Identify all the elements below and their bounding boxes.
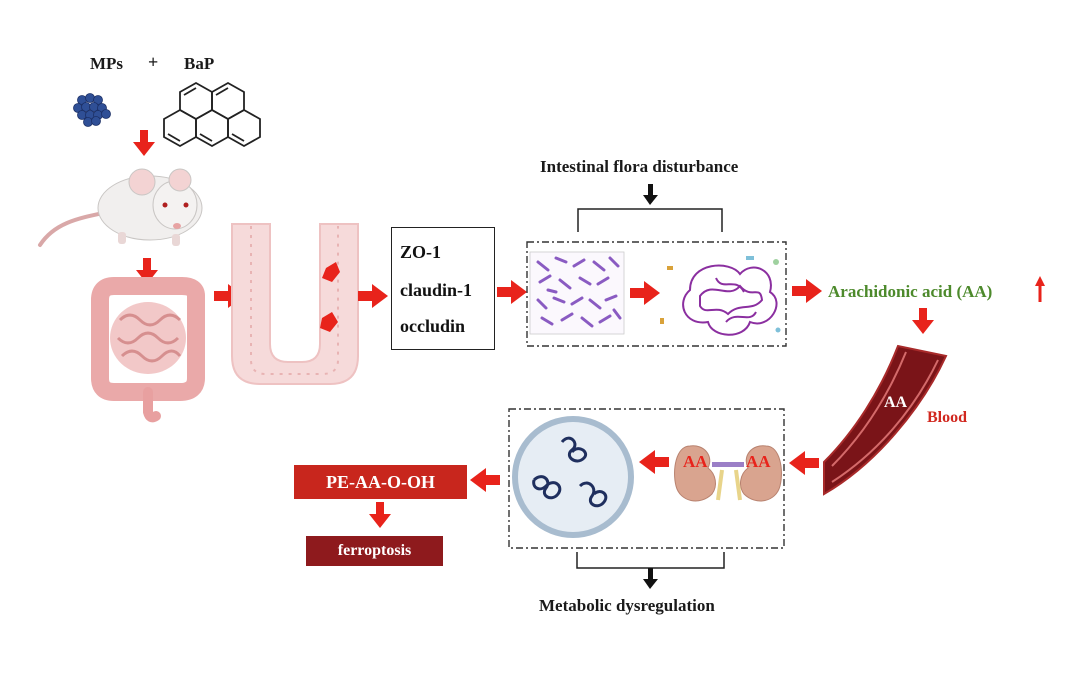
mps-label: MPs (90, 54, 124, 73)
mouse-icon (38, 168, 203, 247)
kidney-icon (674, 445, 782, 502)
arrow-flora-change (630, 281, 660, 305)
kidney-aa-right: AA (746, 452, 771, 471)
flora-box (526, 241, 787, 347)
arrow-to-ferroptosis (369, 502, 391, 528)
kidney-aa-left: AA (683, 452, 708, 471)
metabolic-down-arrow-icon (643, 568, 658, 589)
protein-claudin1: claudin-1 (400, 280, 473, 300)
arrow-to-pe (470, 468, 500, 492)
cell-icon (512, 416, 634, 538)
arrow-to-kidney (789, 451, 819, 475)
increase-arrow-icon (1035, 276, 1045, 302)
arrow-to-aa (792, 279, 822, 303)
protein-occludin: occludin (400, 316, 466, 336)
plus-sign: + (148, 52, 159, 72)
arrow-to-flora (497, 280, 527, 304)
intestine-icon (91, 277, 205, 423)
protein-zo1: ZO-1 (400, 242, 442, 262)
arrow-to-blood (912, 308, 934, 334)
disturbed-flora-icon (682, 264, 778, 336)
tight-junction-box: ZO-1 claudin-1 occludin (391, 227, 495, 350)
metabolic-bracket (576, 552, 725, 569)
flora-label: Intestinal flora disturbance (540, 157, 739, 176)
microplastics-icon (73, 93, 111, 127)
blood-label: Blood (927, 409, 968, 426)
ferroptosis-box: ferroptosis (306, 536, 443, 566)
blood-aa-label: AA (884, 394, 908, 411)
flora-down-arrow-icon (643, 184, 658, 205)
metabolic-label: Metabolic dysregulation (539, 596, 715, 615)
bacteria-rods-icon (536, 256, 622, 328)
pe-aa-o-oh-box: PE-AA-O-OH (294, 465, 467, 499)
intestinal-epithelium-icon (231, 223, 359, 385)
arrow-to-mouse (133, 130, 155, 156)
arrow-to-proteins (358, 284, 388, 308)
debris-icon (660, 256, 781, 333)
aa-label: Arachidonic acid (AA) (828, 282, 993, 301)
bap-label: BaP (184, 54, 215, 73)
bap-molecule-icon (163, 81, 261, 148)
blood-vessel-icon (823, 344, 948, 496)
arrow-to-cell (639, 450, 669, 474)
flora-bracket (577, 208, 723, 232)
metabolic-box (508, 408, 785, 549)
dna-tangle-icon (532, 436, 608, 508)
